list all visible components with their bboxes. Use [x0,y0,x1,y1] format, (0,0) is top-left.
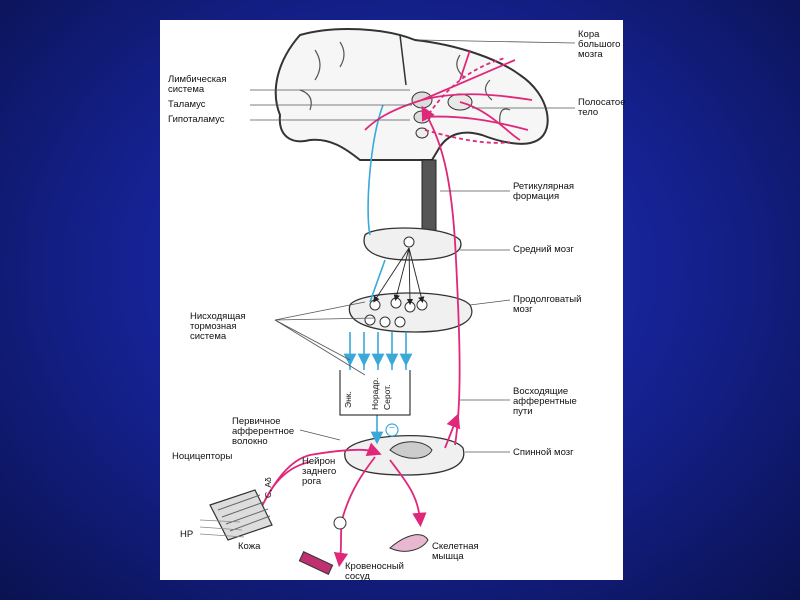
diagram-slide: Кора большого мозга Лимбическая система … [160,20,626,582]
label-primary-afferent: Первичное афферентное волокно [232,416,295,447]
label-serot: Серот. [382,384,392,410]
midbrain-section [363,227,462,261]
label-medulla: Продолговатый мозг [513,294,582,315]
medulla-section [348,292,473,333]
label-descending: Нисходящая тормозная система [190,311,246,342]
label-noradr: Норадр. [370,377,380,410]
label-limbic: Лимбическая система [168,74,227,95]
label-cortex: Кора большого мозга [578,29,621,60]
inhibition-sign [385,423,399,437]
label-thalamus: Таламус [168,99,206,110]
label-ascending: Восходящие афферентные пути [513,386,577,417]
label-hp: НР [180,529,194,540]
label-fibers: C, Aδ [263,477,273,498]
label-spinal-cord: Спинной мозг [513,447,574,458]
midbrain-medulla-links [373,247,425,306]
label-enk: Энк. [343,391,353,408]
label-reticular: Ретикулярная формация [513,181,574,202]
label-midbrain: Средний мозг [513,244,574,255]
ascending-pathway [364,49,533,449]
label-striatum: Полосатое тело [578,97,626,118]
label-nociceptors: Ноцицепторы [172,451,233,462]
inhibitory-bracket [339,370,411,416]
label-skin: Кожа [238,541,261,552]
label-hypothalamus: Гипоталамус [168,114,225,125]
spinal-cord-section [344,435,465,476]
vessel-icon [298,551,334,575]
label-muscle: Скелетная мышца [432,541,479,562]
skin-icon [199,489,273,541]
pain-pathway-diagram [199,28,576,575]
brain-icon [274,28,549,161]
label-vessel: Кровеносный сосуд [345,561,404,582]
label-minus: − [389,423,395,434]
label-leaders [250,39,576,453]
label-dorsal-horn: Нейрон заднего рога [302,456,337,487]
muscle-icon [389,534,429,552]
ganglion-icon [333,516,347,530]
